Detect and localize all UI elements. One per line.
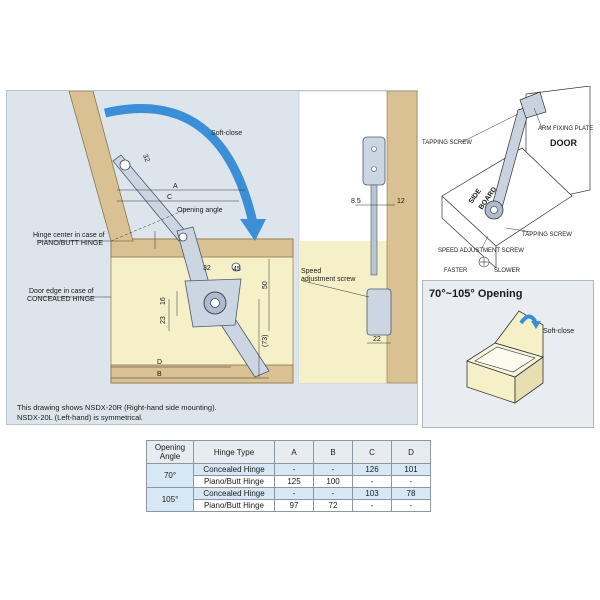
dim-b-label: B [157,371,162,378]
pivot-right [231,262,241,272]
mechanism-diagram-panel: SIDE BOARD TAPPING SCREW ARM FIXING PLAT… [422,85,594,274]
opening-range-title: 70°~105° Opening [429,288,522,300]
hinge-center-label-2: PIANO/BUTT HINGE [37,240,103,247]
table-row: Piano/Butt Hinge 125 100 - - [147,475,431,488]
box-soft-close-arrowhead [531,321,541,329]
cabinet-top-board [110,238,294,258]
dim-45-label: 45 [233,266,241,273]
value-cell: 125 [274,475,314,488]
value-cell: 72 [313,499,353,512]
speed-adjustment-screw-label: SPEED ADJUSTMENT SCREW [438,248,524,254]
value-cell: 103 [352,487,392,500]
opening-angle-label: Opening angle [177,207,223,214]
hinge-type-cell: Concealed Hinge [193,487,275,500]
dim-23-label: 23 [160,316,167,324]
value-cell: 101 [391,463,431,476]
side-view-bracket-bottom [366,288,392,336]
box-diagram-svg: 70°~105° Opening Soft-close [429,288,574,404]
side-view-dims [302,204,395,344]
main-diagram-svg: Soft-close A C Opening angle [27,90,418,384]
side-view-rod [370,184,378,276]
cabinet-bottom-board [110,364,294,384]
soft-close-arrowhead [240,219,266,241]
pivot-large-inner [210,298,220,308]
hinge-center-label-1: Hinge center in case of [33,232,105,239]
header-d: D [391,440,431,464]
value-cell: - [391,475,431,488]
value-cell: - [313,487,353,500]
mech-leader-lines [461,107,543,249]
tapping-screw-bottom-label: TAPPING SCREW [522,232,572,238]
header-opening-angle: Opening Angle [146,440,194,464]
faster-label: FASTER [444,268,468,274]
soft-close-label: Soft-close [211,130,242,137]
angle-cell: 70° [146,463,194,488]
speed-screw-label-2: adjustment screw [301,276,356,283]
value-cell: 100 [313,475,353,488]
dim-73-label: (73) [262,335,269,347]
dimension-lines [37,189,270,379]
dim-22-label: 22 [373,336,381,343]
value-cell: - [274,463,314,476]
dim-16-label: 16 [160,297,167,305]
hinge-type-cell: Concealed Hinge [193,463,275,476]
side-view-screw-2 [371,166,377,172]
value-cell: - [352,475,392,488]
main-diagram-panel: Soft-close A C Opening angle [6,90,418,425]
header-hinge-type: Hinge Type [193,440,275,464]
header-a: A [274,440,314,464]
soft-close-arrow [103,104,258,224]
dim-12-label: 12 [397,198,405,205]
mounting-note-1: This drawing shows NSDX-20R (Right-hand … [17,403,217,412]
box-soft-close-label: Soft-close [543,328,574,335]
dim-d-label: D [157,359,162,366]
door-edge-label-2: CONCEALED HINGE [27,296,95,303]
value-cell: - [274,487,314,500]
mech-pivot-inner [490,206,498,214]
value-cell: - [391,499,431,512]
table-header-row: Opening Angle Hinge Type A B C D [146,440,431,464]
mounting-note-2: NSDX-20L (Left-hand) is symmetrical. [17,413,144,422]
header-c: C [352,440,392,464]
open-door [68,90,134,242]
value-cell: 126 [352,463,392,476]
spec-table: Opening Angle Hinge Type A B C D 70° Con… [146,440,431,512]
pivot-top [119,159,131,171]
value-cell: - [313,463,353,476]
pivot-mid [178,232,188,242]
table-row: 70° Concealed Hinge - - 126 101 [146,463,431,488]
dim-a-label: A [173,183,178,190]
arm-fixing-plate-shape [519,91,547,119]
side-view-screw-1 [371,146,377,152]
opening-angle-line [110,208,188,242]
side-view-bracket-top [362,136,386,186]
table-row: Piano/Butt Hinge 97 72 - - [147,499,431,512]
arm-fixing-plate-label: ARM FIXING PLATE [538,126,593,132]
dim-85-label: 8.5 [351,198,361,205]
box-lid [494,310,544,358]
dim-32-top-label: 32 [141,153,150,163]
hinge-type-cell: Piano/Butt Hinge [193,499,275,512]
door-edge-label-1: Door edge in case of [29,288,94,295]
value-cell: - [352,499,392,512]
angle-cell: 105° [146,487,194,512]
box-soft-close-arrow [519,314,537,325]
side-board-outline [441,147,573,247]
dim-c-label: C [167,194,172,201]
value-cell: 78 [391,487,431,500]
dim-50-label: 50 [262,281,269,289]
side-view-panel [386,90,418,384]
speed-screw-label-1: Speed [301,268,321,275]
tapping-screw-top-label: TAPPING SCREW [422,140,472,146]
opening-range-panel: 70°~105° Opening Soft-close [422,280,594,428]
table-row: 105° Concealed Hinge - - 103 78 [146,487,431,512]
value-cell: 97 [274,499,314,512]
slower-label: SLOWER [494,268,521,274]
header-b: B [313,440,353,464]
mechanism-diagram-svg: SIDE BOARD TAPPING SCREW ARM FIXING PLAT… [422,85,593,274]
hinge-type-cell: Piano/Butt Hinge [193,475,275,488]
door-label: DOOR [550,138,578,148]
dim-32-mid-label: 32 [203,265,211,272]
box-opening-inner [474,346,536,373]
